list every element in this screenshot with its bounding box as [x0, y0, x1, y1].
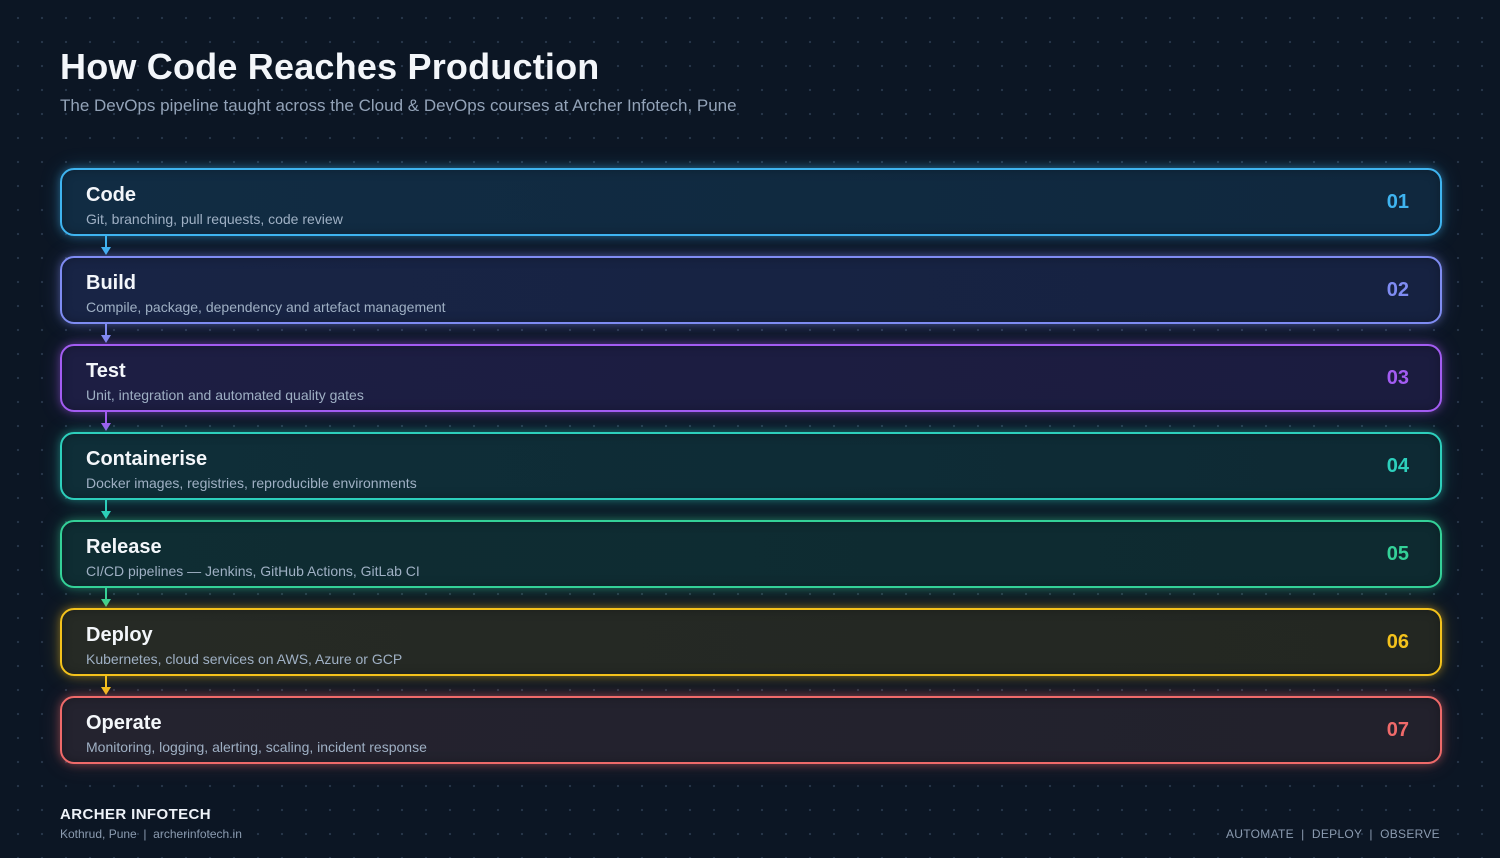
connector-arrow — [99, 236, 113, 256]
page-subtitle: The DevOps pipeline taught across the Cl… — [60, 96, 737, 115]
connector-arrow — [99, 676, 113, 696]
stage-description: Monitoring, logging, alerting, scaling, … — [86, 739, 427, 755]
stage-code: Code Git, branching, pull requests, code… — [60, 168, 1442, 236]
stage-description: Git, branching, pull requests, code revi… — [86, 211, 343, 227]
stage-description: Kubernetes, cloud services on AWS, Azure… — [86, 651, 403, 667]
stage-number: 01 — [1386, 191, 1409, 213]
stage-title: Test — [86, 360, 126, 382]
stage-title: Containerise — [86, 448, 208, 470]
stage-title: Deploy — [86, 624, 153, 646]
stage-containerise: Containerise Docker images, registries, … — [60, 432, 1442, 500]
stage-number: 05 — [1386, 543, 1409, 565]
stage-description: Docker images, registries, reproducible … — [86, 475, 417, 491]
stage-number: 02 — [1386, 279, 1409, 301]
stage-release: Release CI/CD pipelines — Jenkins, GitHu… — [60, 520, 1442, 588]
stage-operate: Operate Monitoring, logging, alerting, s… — [60, 696, 1442, 764]
stage-description: CI/CD pipelines — Jenkins, GitHub Action… — [86, 563, 420, 579]
stage-title: Build — [86, 272, 136, 294]
footer-tagline: AUTOMATE | DEPLOY | OBSERVE — [1225, 827, 1440, 841]
footer-location: Kothrud, Pune | archerinfotech.in — [60, 827, 242, 841]
footer-brand: ARCHER INFOTECH — [60, 806, 211, 823]
connector-arrow — [99, 588, 113, 608]
connector-arrow — [99, 324, 113, 344]
stage-number: 04 — [1386, 455, 1409, 477]
stage-deploy: Deploy Kubernetes, cloud services on AWS… — [60, 608, 1442, 676]
connector-arrow — [99, 500, 113, 520]
stage-build: Build Compile, package, dependency and a… — [60, 256, 1442, 324]
page-title: How Code Reaches Production — [60, 46, 600, 87]
connector-arrow — [99, 412, 113, 432]
stage-title: Code — [86, 184, 136, 206]
stage-number: 03 — [1386, 367, 1409, 389]
stage-description: Unit, integration and automated quality … — [86, 387, 364, 403]
stage-number: 07 — [1386, 719, 1409, 741]
stage-number: 06 — [1386, 631, 1409, 653]
stage-test: Test Unit, integration and automated qua… — [60, 344, 1442, 412]
stage-description: Compile, package, dependency and artefac… — [86, 299, 446, 315]
stage-title: Operate — [86, 712, 162, 734]
stage-title: Release — [86, 536, 162, 558]
